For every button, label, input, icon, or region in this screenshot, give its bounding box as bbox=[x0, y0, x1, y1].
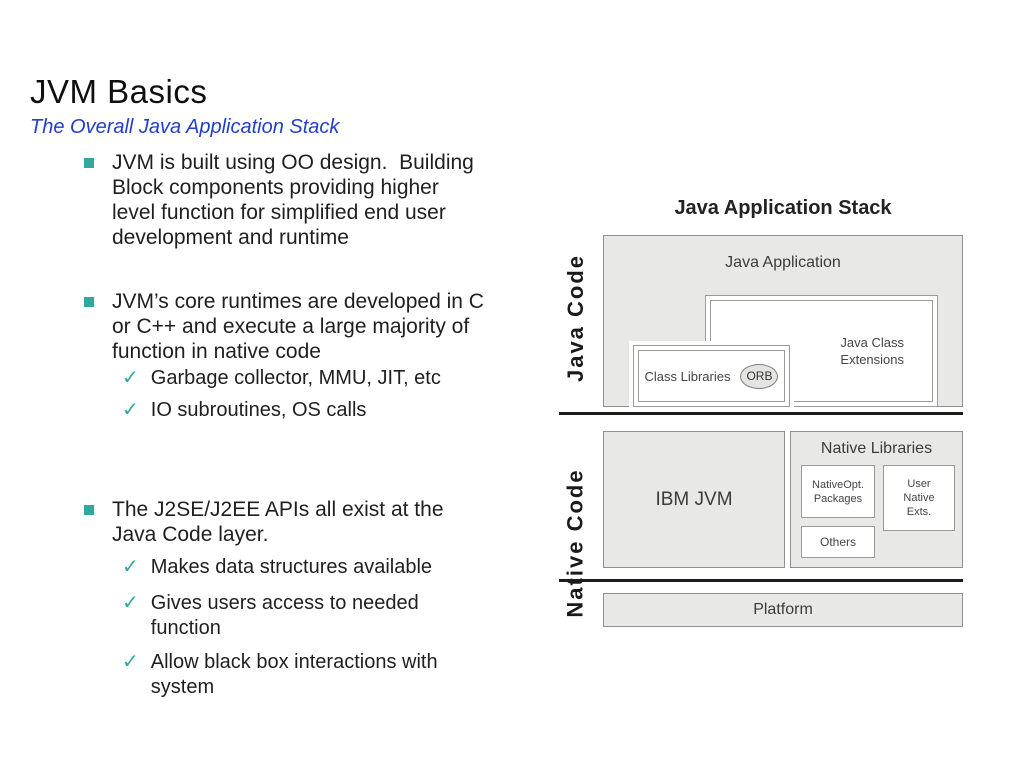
bullet-text: Allow black box interactions with system bbox=[150, 651, 438, 698]
class-libraries-box: Class Libraries ORB bbox=[633, 345, 790, 407]
list-item: JVM’s core runtimes are developed in C o… bbox=[84, 289, 544, 364]
bullet-text: JVM’s core runtimes are developed in C o… bbox=[112, 290, 484, 363]
list-item: ✓ Gives users access to needed function bbox=[122, 591, 582, 641]
list-item: ✓ Garbage collector, MMU, JIT, etc bbox=[122, 366, 582, 391]
slide-subtitle: The Overall Java Application Stack bbox=[30, 116, 340, 138]
orb-ellipse: ORB bbox=[740, 363, 779, 389]
square-bullet-icon bbox=[84, 505, 94, 515]
class-libraries-label: Class Libraries bbox=[644, 368, 731, 384]
bullet-text: Garbage collector, MMU, JIT, etc bbox=[150, 367, 441, 389]
others-box: Others bbox=[801, 526, 875, 558]
class-libraries-inner: Class Libraries ORB bbox=[638, 350, 785, 402]
native-libraries-label: Native Libraries bbox=[820, 440, 933, 457]
square-bullet-icon bbox=[84, 158, 94, 168]
checkmark-icon: ✓ bbox=[122, 367, 139, 389]
checkmark-icon: ✓ bbox=[122, 556, 139, 578]
ibm-jvm-box: IBM JVM bbox=[603, 431, 785, 568]
list-item: ✓ Allow black box interactions with syst… bbox=[122, 650, 582, 700]
bullet-text: The J2SE/J2EE APIs all exist at the Java… bbox=[112, 498, 444, 546]
list-item: The J2SE/J2EE APIs all exist at the Java… bbox=[84, 497, 544, 547]
slide-title: JVM Basics bbox=[30, 73, 208, 110]
platform-box: Platform bbox=[603, 593, 963, 627]
list-item: ✓ IO subroutines, OS calls bbox=[122, 398, 582, 423]
user-native-exts-box: User Native Exts. bbox=[883, 465, 955, 531]
bullet-text: Gives users access to needed function bbox=[150, 592, 419, 639]
java-application-label: Java Application bbox=[725, 254, 841, 271]
diagram-title: Java Application Stack bbox=[674, 197, 892, 219]
native-code-axis-label: Native Code bbox=[563, 467, 588, 618]
list-item: JVM is built using OO design. Building B… bbox=[84, 150, 544, 250]
bullet-text: Makes data structures available bbox=[150, 556, 433, 578]
checkmark-icon: ✓ bbox=[122, 651, 139, 673]
checkmark-icon: ✓ bbox=[122, 592, 139, 614]
square-bullet-icon bbox=[84, 297, 94, 307]
java-class-extensions-label: Java Class Extensions bbox=[840, 335, 904, 367]
java-code-axis-label: Java Code bbox=[563, 253, 588, 383]
java-class-extensions-inner: Java Class Extensions bbox=[710, 300, 933, 402]
checkmark-icon: ✓ bbox=[122, 399, 139, 421]
native-opt-packages-box: NativeOpt. Packages bbox=[801, 465, 875, 518]
bullet-text: IO subroutines, OS calls bbox=[150, 399, 367, 421]
list-item: ✓ Makes data structures available bbox=[122, 555, 582, 580]
native-libraries-box: Native Libraries NativeOpt. Packages Use… bbox=[790, 431, 963, 568]
separator-line-bottom bbox=[559, 579, 963, 582]
bullet-text: JVM is built using OO design. Building B… bbox=[112, 151, 474, 249]
separator-line-top bbox=[559, 412, 963, 415]
